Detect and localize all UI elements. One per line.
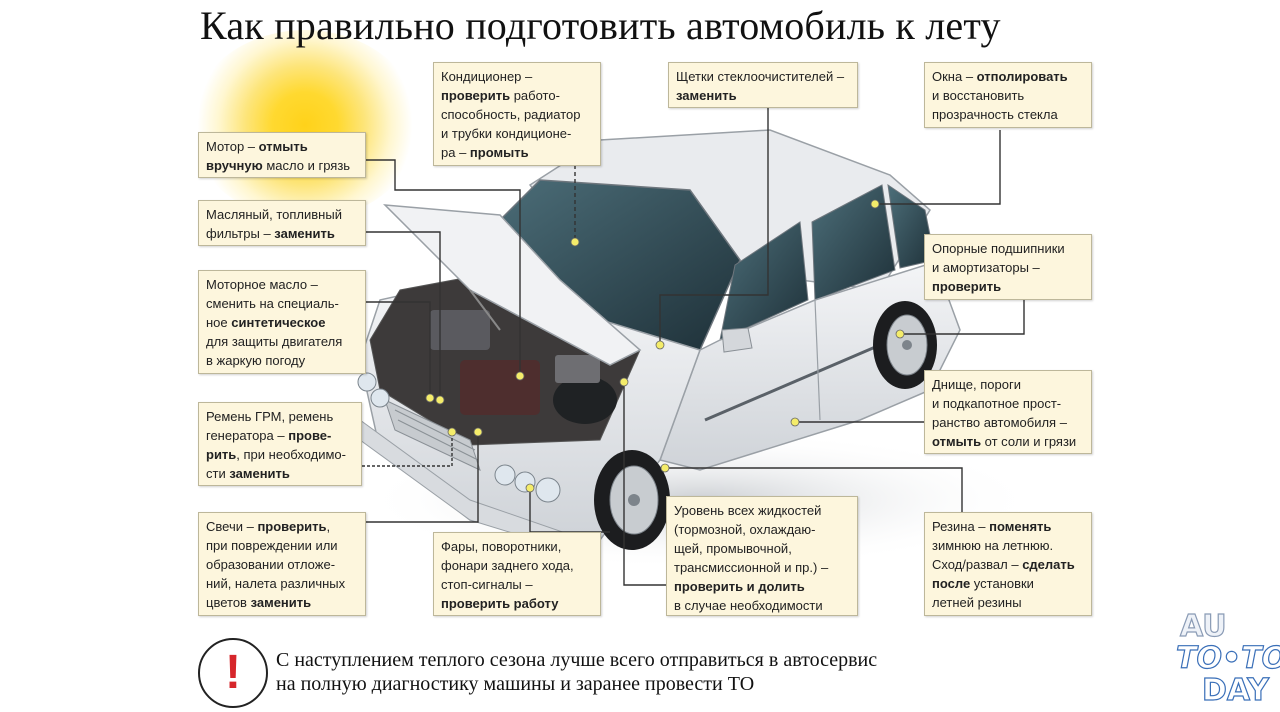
callout-line: в жаркую погоду (206, 353, 306, 368)
callout-line: зимнюю на летнюю. (932, 538, 1054, 553)
callout-line: (тормозной, охлаждаю- (674, 522, 816, 537)
callout-line: Окна – отполировать (932, 69, 1068, 84)
callout-line: заменить (676, 88, 737, 103)
callout-line: отмыть от соли и грязи (932, 434, 1077, 449)
callout-line: вручную масло и грязь (206, 158, 351, 173)
callout-line: ное синтетическое (206, 315, 326, 330)
callout-motor: Мотор – отмыть вручную масло и грязь (198, 132, 366, 178)
callout-line: проверить работо- (441, 88, 560, 103)
callout-line: Фары, поворотники, (441, 539, 562, 554)
callout-line: фонари заднего хода, (441, 558, 574, 573)
callout-line: фильтры – заменить (206, 226, 335, 241)
callout-line: и подкапотное прост- (932, 396, 1062, 411)
callout-line: щей, промывочной, (674, 541, 792, 556)
notice-line: на полную диагностику машины и заранее п… (276, 673, 755, 695)
callout-underbody: Днище, пороги и подкапотное прост-ранство… (924, 370, 1092, 454)
callout-line: прозрачность стекла (932, 107, 1058, 122)
callout-line: Днище, пороги (932, 377, 1021, 392)
callout-line: Опорные подшипники (932, 241, 1065, 256)
callout-line: ра – промыть (441, 145, 529, 160)
callout-air-conditioner: Кондиционер – проверить работо-способност… (433, 62, 601, 166)
exclamation-icon: ! (198, 638, 268, 708)
callout-filters: Масляный, топливный фильтры – заменить (198, 200, 366, 246)
callout-line: для защиты двигателя (206, 334, 343, 349)
callout-line: летней резины (932, 595, 1022, 610)
callout-line: при повреждении или (206, 538, 338, 553)
callout-line: Моторное масло – (206, 277, 318, 292)
callout-line: рить, при необходимо- (206, 447, 346, 462)
callout-line: и трубки кондиционе- (441, 126, 572, 141)
callout-fluids: Уровень всех жидкостей (тормозной, охлажд… (666, 496, 858, 616)
callout-line: и восстановить (932, 88, 1025, 103)
callout-line: стоп-сигналы – (441, 577, 533, 592)
callout-line: проверить и долить (674, 579, 805, 594)
callout-line: генератора – прове- (206, 428, 332, 443)
rear-wheel (873, 301, 937, 389)
sun-illustration (190, 30, 420, 220)
callout-lights: Фары, поворотники, фонари заднего хода, ст… (433, 532, 601, 616)
autotoday-logo: AU TO•TO DAY (1175, 609, 1280, 708)
callout-line: после установки (932, 576, 1034, 591)
callout-line: цветов заменить (206, 595, 312, 610)
callout-line: и амортизаторы – (932, 260, 1040, 275)
callout-line: Ремень ГРМ, ремень (206, 409, 334, 424)
callout-line: Уровень всех жидкостей (674, 503, 822, 518)
callout-spark-plugs: Свечи – проверить, при повреждении или обр… (198, 512, 366, 616)
callout-bearings: Опорные подшипники и амортизаторы – провер… (924, 234, 1092, 300)
callout-line: способность, радиатор (441, 107, 581, 122)
callout-line: Мотор – отмыть (206, 139, 308, 154)
callout-line: Щетки стеклоочистителей – (676, 69, 845, 84)
callout-line: ний, налета различных (206, 576, 346, 591)
callout-line: трансмиссионной и пр.) – (674, 560, 829, 575)
callout-line: Сход/развал – сделать (932, 557, 1075, 572)
callout-engine-oil: Моторное масло – сменить на специаль-ное … (198, 270, 366, 374)
callout-line: Резина – поменять (932, 519, 1052, 534)
callout-line: образовании отложе- (206, 557, 336, 572)
front-wheel (594, 450, 670, 550)
callout-line: ранство автомобиля – (932, 415, 1067, 430)
callout-wipers: Щетки стеклоочистителей – заменить (668, 62, 858, 108)
callout-line: в случае необходимости (674, 598, 823, 613)
callout-timing-belt: Ремень ГРМ, ремень генератора – прове-рит… (198, 402, 362, 486)
callout-line: Свечи – проверить, (206, 519, 331, 534)
callout-tires: Резина – поменять зимнюю на летнюю. Сход/р… (924, 512, 1092, 616)
callout-line: Масляный, топливный (206, 207, 342, 222)
callout-line: сти заменить (206, 466, 290, 481)
callout-line: сменить на специаль- (206, 296, 339, 311)
service-notice: С наступлением теплого сезона лучше всег… (276, 648, 1036, 696)
notice-line: С наступлением теплого сезона лучше всег… (276, 649, 878, 671)
callout-line: проверить (932, 279, 1002, 294)
marker-dots (425, 199, 905, 493)
page-title: Как правильно подготовить автомобиль к л… (200, 3, 1001, 48)
callout-line: Кондиционер – (441, 69, 533, 84)
callout-line: проверить работу (441, 596, 559, 611)
callout-windows: Окна – отполировать и восстановить прозрач… (924, 62, 1092, 128)
